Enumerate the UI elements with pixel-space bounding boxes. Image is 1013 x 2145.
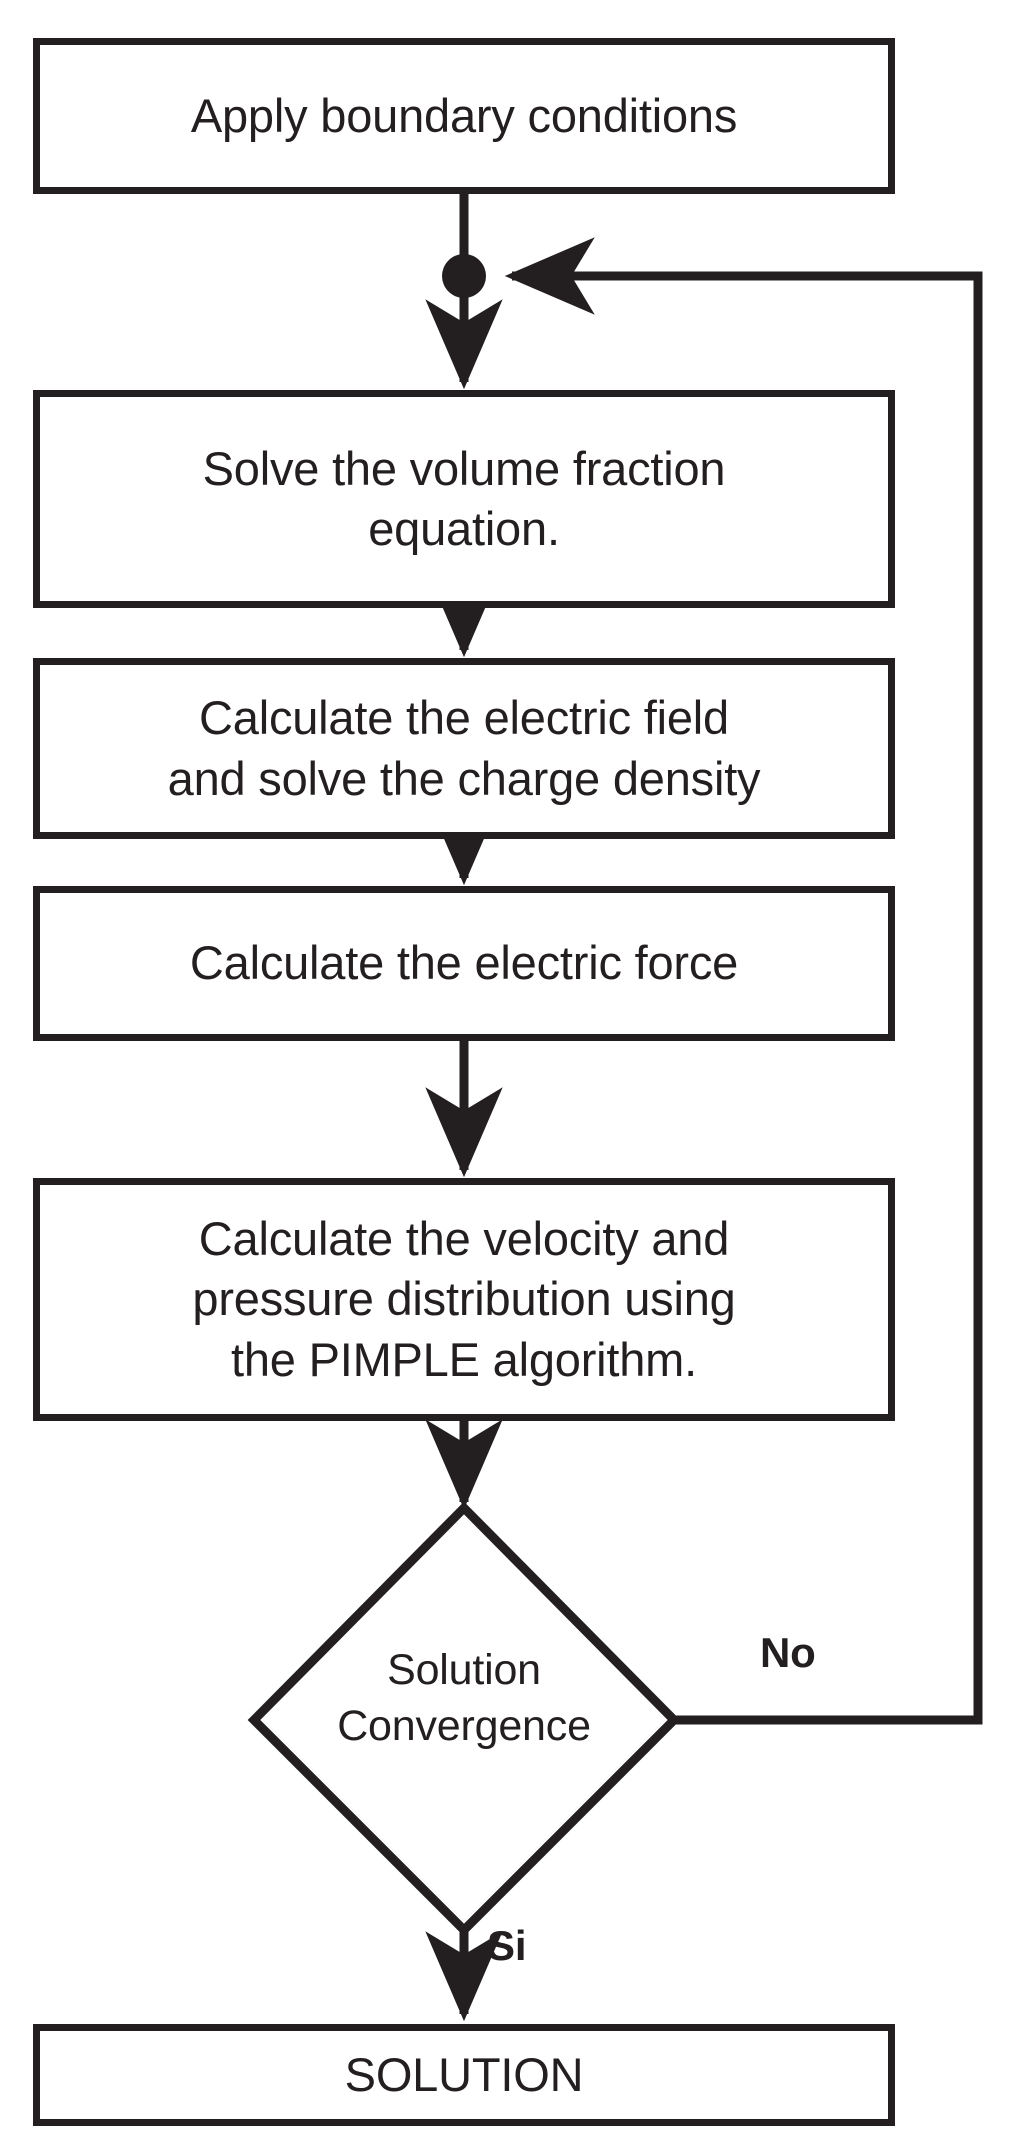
node-calculate-electric-force[interactable]: Calculate the electric force (33, 886, 895, 1041)
node-label-calculate-velocity-pressure: Calculate the velocity and pressure dist… (192, 1212, 736, 1386)
node-calculate-velocity-pressure[interactable]: Calculate the velocity and pressure dist… (33, 1178, 895, 1421)
node-label-solve-volume-fraction: Solve the volume fraction equation. (202, 441, 726, 555)
connector-no-feedback-loop (504, 237, 983, 1725)
node-label-calculate-electric-force: Calculate the electric force (189, 936, 739, 990)
node-label-solution: SOLUTION (344, 2047, 584, 2101)
edge-label-yes: Si (487, 1922, 527, 1969)
node-label-solution-convergence: Solution Convergence (337, 1646, 591, 1750)
edge-label-no: No (760, 1629, 816, 1676)
node-solve-volume-fraction[interactable]: Solve the volume fraction equation. (33, 390, 895, 608)
node-apply-boundary-conditions[interactable]: Apply boundary conditions (33, 38, 895, 194)
node-solution[interactable]: SOLUTION (33, 2024, 895, 2126)
node-calculate-electric-field[interactable]: Calculate the electric field and solve t… (33, 658, 895, 839)
loop-junction-dot (442, 254, 486, 298)
node-label-apply-boundary-conditions: Apply boundary conditions (190, 88, 738, 142)
node-label-calculate-electric-field: Calculate the electric field and solve t… (167, 691, 761, 805)
